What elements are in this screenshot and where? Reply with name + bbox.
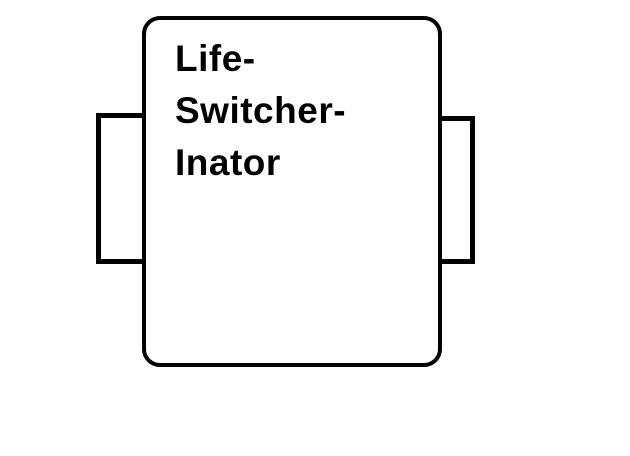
- device-label-line-1: Life-: [175, 38, 256, 79]
- device-label-line-3: Inator: [175, 142, 281, 183]
- device-label-line-2: Switcher-: [175, 90, 347, 131]
- right-side-handle: [437, 116, 475, 264]
- device-body: [142, 16, 442, 367]
- device-label: Life- Switcher- Inator: [175, 33, 346, 189]
- left-side-handle: [96, 113, 146, 264]
